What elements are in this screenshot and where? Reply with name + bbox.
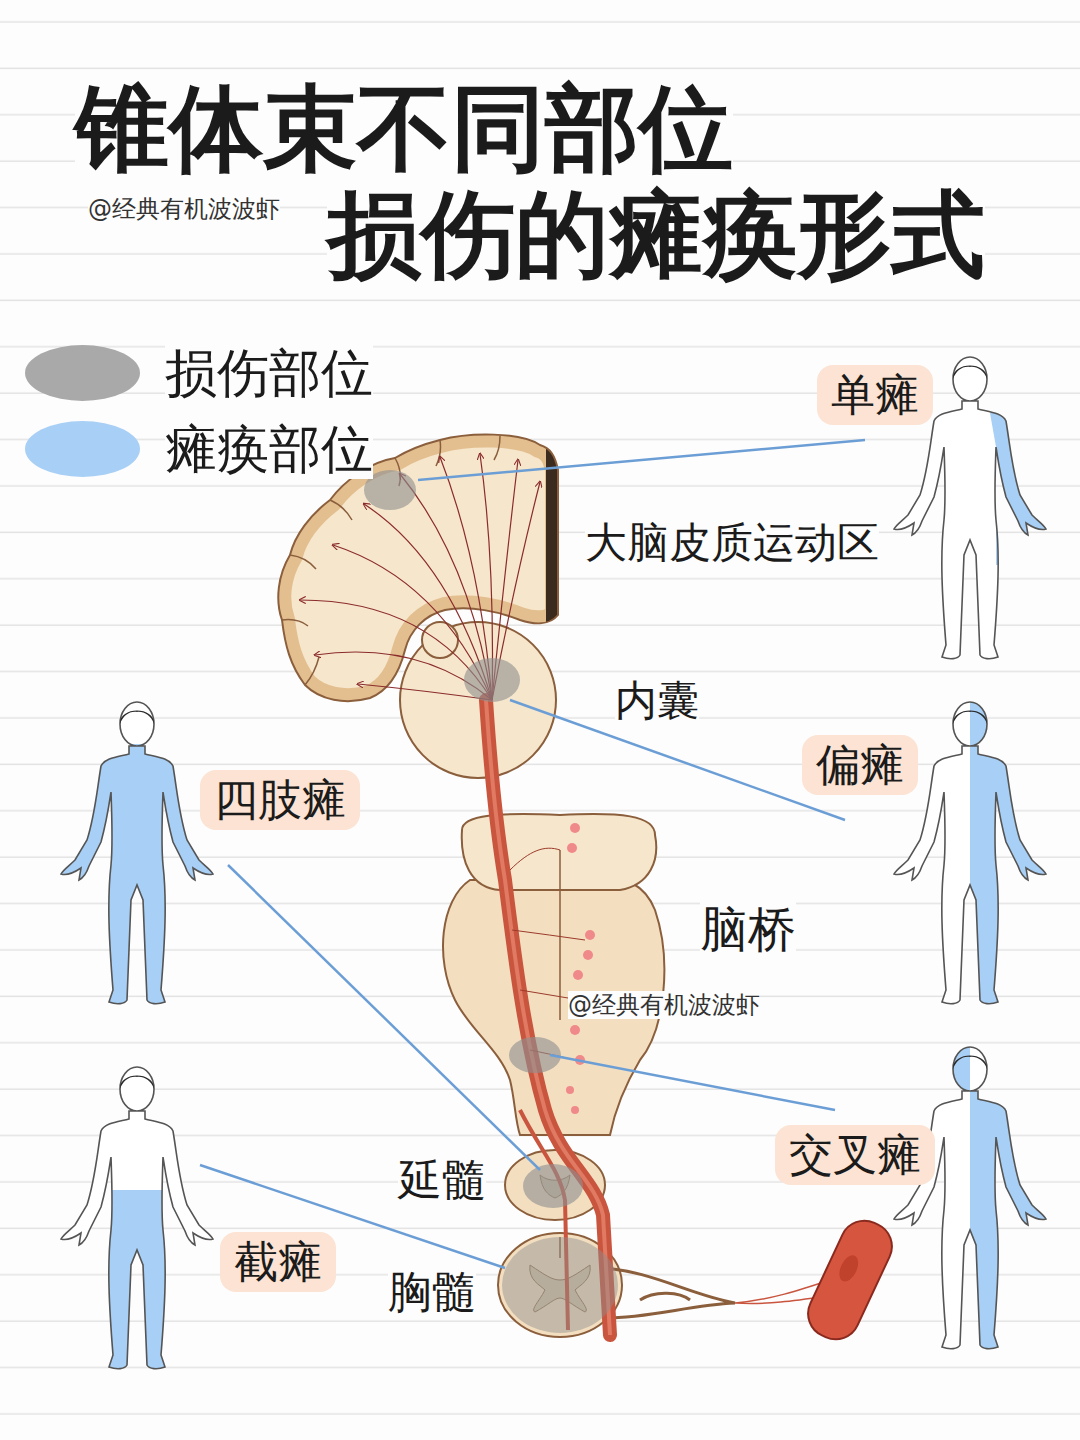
title-block: 锥体束不同部位 损伤的瘫痪形式 xyxy=(75,76,985,288)
structure-label: 脑桥 xyxy=(700,901,796,957)
body-figure xyxy=(61,1067,213,1375)
leader-line xyxy=(418,440,865,480)
body-figure xyxy=(953,1056,987,1070)
title: 锥体束不同部位 损伤的瘫痪形式 xyxy=(75,74,985,289)
lesion-spot xyxy=(523,1164,583,1208)
callout-text: 单瘫 xyxy=(831,371,919,419)
callout-tag: 交叉瘫 xyxy=(775,1125,935,1185)
diencephalon xyxy=(400,622,556,778)
legend-swatch xyxy=(25,421,140,477)
body-figure xyxy=(57,702,222,1010)
lesion-spot xyxy=(364,470,618,1333)
body-figure xyxy=(120,1076,154,1090)
label-block: 延髓 xyxy=(398,1158,486,1202)
body-figure xyxy=(894,700,1055,1010)
brainstem xyxy=(443,814,664,1135)
structure-label: 内囊 xyxy=(615,676,699,725)
nuclei xyxy=(567,843,577,853)
structure-label: 大脑皮质运动区 xyxy=(585,518,879,567)
body-figure xyxy=(57,744,222,1010)
body-figure xyxy=(894,1045,1055,1355)
callout-text: 偏瘫 xyxy=(816,741,904,789)
lesion-spot xyxy=(464,658,520,702)
nuclei xyxy=(585,930,595,940)
pyramidal-tract xyxy=(510,848,585,1060)
muscle xyxy=(800,1213,900,1347)
callout-tag: 单瘫 xyxy=(817,365,933,425)
diencephalon xyxy=(400,622,556,778)
body-figure xyxy=(953,366,987,380)
legend-text: 瘫痪部位 xyxy=(165,419,373,479)
callout-tag: 四肢瘫 xyxy=(200,770,360,830)
label-block: 脑桥 xyxy=(700,905,796,953)
muscle xyxy=(800,1213,900,1347)
label-block: 胸髓 xyxy=(388,1270,476,1314)
lesion-spot xyxy=(502,1237,618,1333)
nuclei xyxy=(573,970,583,980)
label-block: @经典有机波波虾 xyxy=(88,197,280,221)
body-figure xyxy=(109,1190,165,1375)
label-block: @经典有机波波虾 xyxy=(568,993,760,1017)
nuclei xyxy=(566,1086,574,1094)
leader-line xyxy=(550,1055,835,1110)
legend-text-block: 瘫痪部位 xyxy=(165,423,373,475)
label-block: 内囊 xyxy=(615,680,699,722)
callout-tag: 截瘫 xyxy=(220,1232,336,1292)
muscle xyxy=(836,1252,862,1284)
structure-label: 胸髓 xyxy=(388,1266,476,1317)
cortical-fibers xyxy=(300,600,492,700)
nuclei xyxy=(571,1106,579,1114)
callout-text: 四肢瘫 xyxy=(214,776,346,824)
watermark: @经典有机波波虾 xyxy=(568,991,760,1019)
label-block: 大脑皮质运动区 xyxy=(585,522,879,564)
legend-swatch xyxy=(25,345,140,401)
nuclei xyxy=(566,823,595,1114)
callout-tag: 偏瘫 xyxy=(802,735,918,795)
callout-text: 截瘫 xyxy=(234,1238,322,1286)
spinal-nerve xyxy=(600,1268,735,1318)
legend-text: 损伤部位 xyxy=(165,343,373,403)
callout-text: 交叉瘫 xyxy=(789,1131,921,1179)
body-figure xyxy=(990,413,1052,565)
leader-line xyxy=(228,865,540,1170)
body-figure xyxy=(894,1047,1046,1349)
nuclei xyxy=(570,1025,580,1035)
body-figure xyxy=(953,711,987,725)
brainstem xyxy=(559,850,561,1020)
legend-text-block: 损伤部位 xyxy=(165,347,373,399)
nuclei xyxy=(583,950,593,960)
body-figure xyxy=(120,711,154,725)
body-figure xyxy=(61,702,213,1004)
body-figure xyxy=(61,1067,213,1369)
structure-label: 延髓 xyxy=(398,1154,486,1205)
spinal-nerve xyxy=(600,1268,835,1318)
body-figure xyxy=(970,1091,1055,1355)
nuclei xyxy=(570,823,580,833)
watermark: @经典有机波波虾 xyxy=(88,195,280,223)
